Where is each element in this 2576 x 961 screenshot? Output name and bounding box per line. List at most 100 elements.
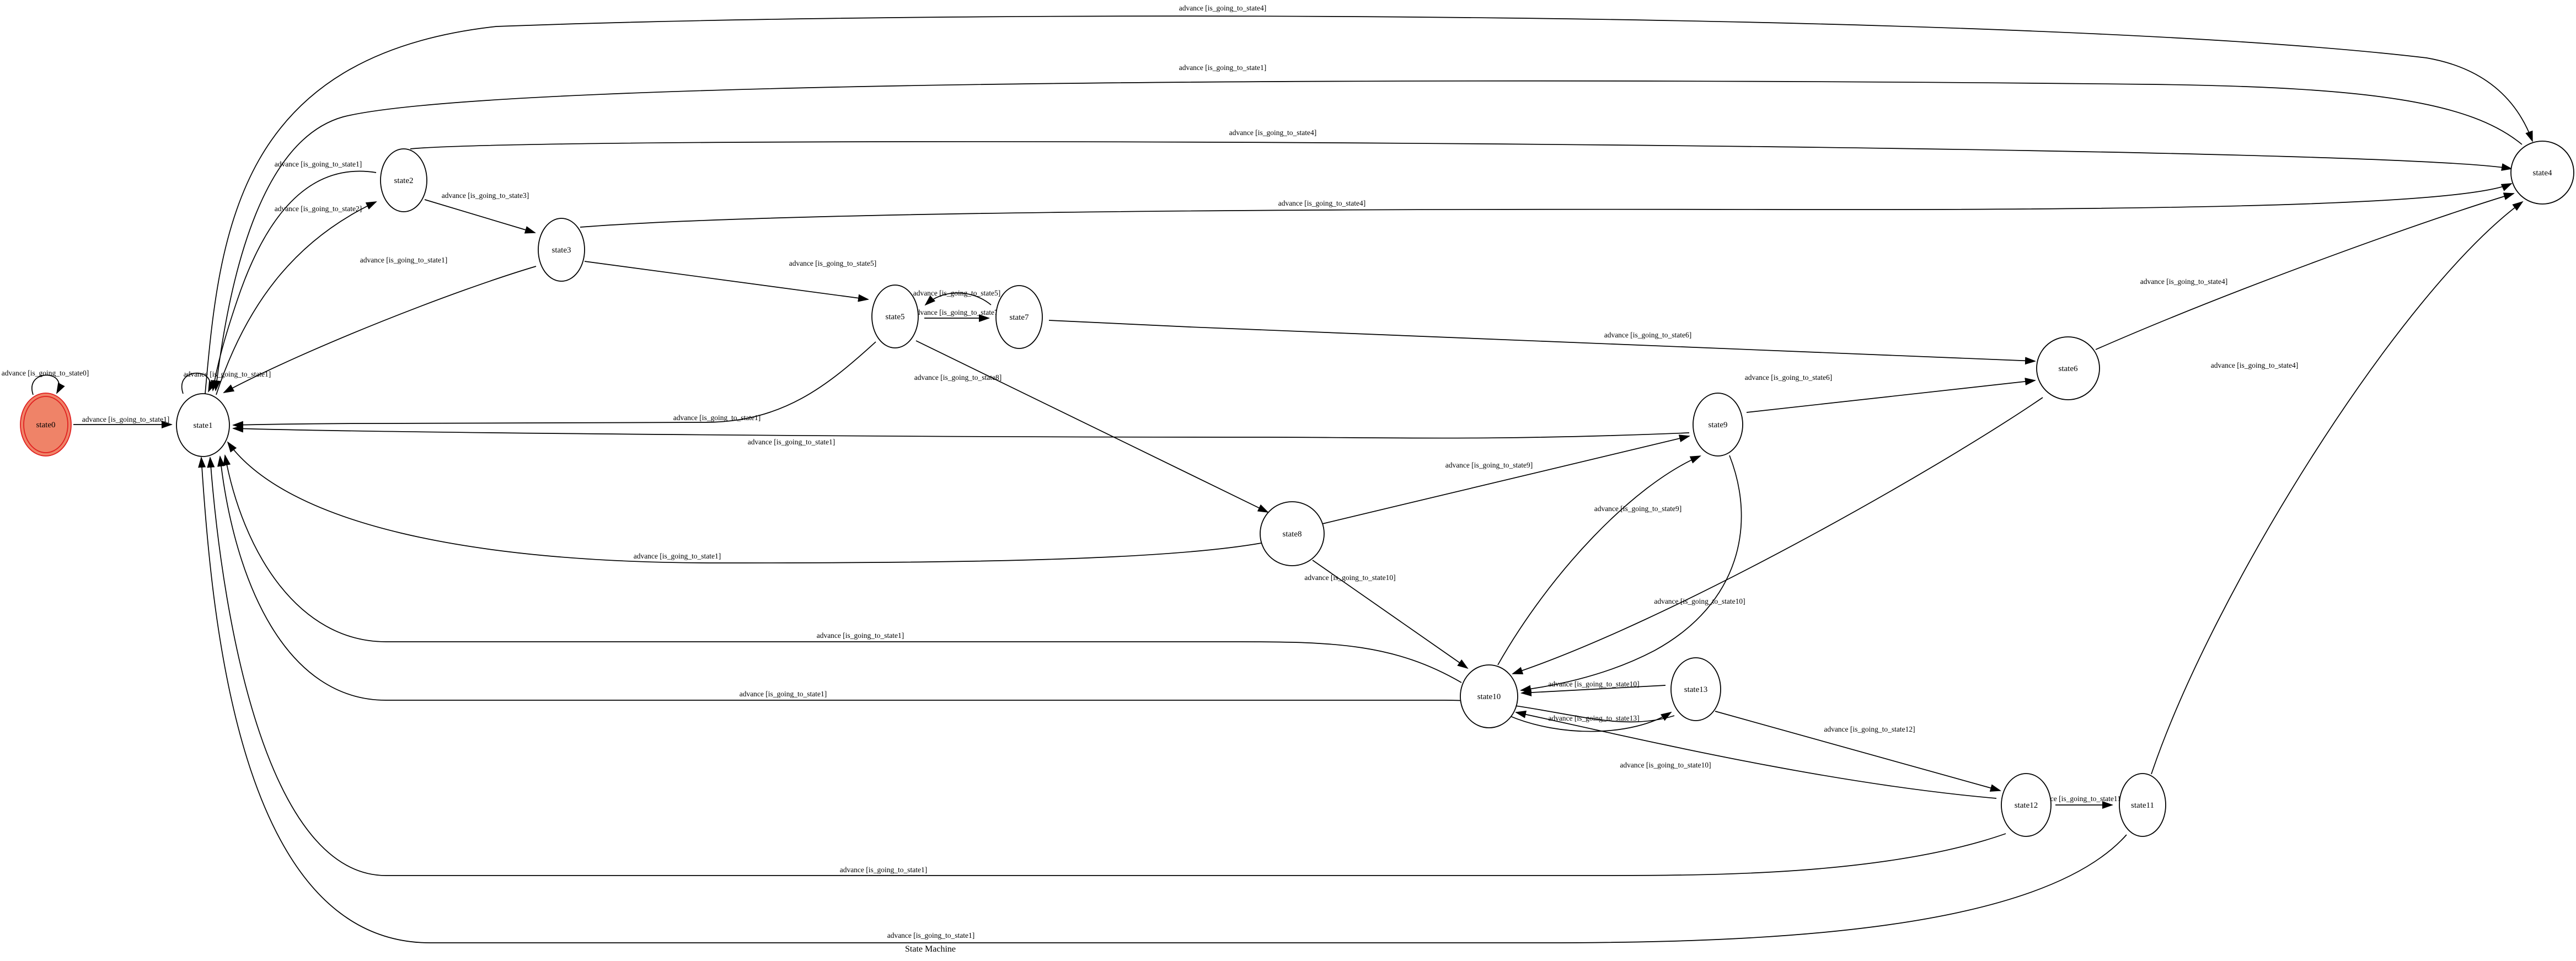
edge-label-state11-state1: advance [is_going_to_state1]: [887, 931, 975, 939]
edge-label-state12-state11: advance [is_going_to_state11]: [2033, 794, 2124, 803]
edge-state3-state1: [223, 266, 537, 393]
edge-label-state9-state10: advance [is_going_to_state10]: [1654, 597, 1745, 605]
node-label-state2: state2: [394, 176, 414, 185]
edge-label-state10-state13: advance [is_going_to_state13]: [1548, 714, 1639, 722]
edge-label-state9-state1: advance [is_going_to_state1]: [748, 438, 836, 446]
edge-state5-state8: [915, 340, 1269, 513]
node-state6: state6: [2036, 336, 2100, 400]
node-state2: state2: [380, 148, 427, 212]
edge-label-state7-state6: advance [is_going_to_state6]: [1604, 331, 1692, 339]
nodes-layer: state0 state1 state2 state3 state5 state7 stat…: [20, 141, 2574, 837]
node-shape-state11: [2119, 773, 2166, 837]
edge-state8-state1: [227, 441, 1262, 563]
edge-state11-state1: [198, 457, 2127, 943]
edge-state13-state10: [1520, 685, 1666, 697]
edge-state6-state4: [2095, 192, 2515, 350]
node-shape-state10: [1460, 664, 1518, 728]
node-shape-state6: [2036, 336, 2100, 400]
node-label-state9: state9: [1709, 421, 1728, 430]
edge-state10-state9: [1497, 455, 1701, 665]
edge-state6-state10: [1512, 397, 2043, 674]
node-label-state8: state8: [1283, 530, 1302, 539]
node-label-state11: state11: [2131, 801, 2154, 810]
edge-state9-state6: [1746, 378, 2036, 413]
edge-label-state13-state1: advance [is_going_to_state1]: [740, 690, 827, 698]
edge-label-state2-state4: advance [is_going_to_state4]: [1229, 128, 1317, 137]
edge-label-state1-state2: advance [is_going_to_state2]: [275, 205, 362, 213]
node-label-state3: state3: [552, 246, 571, 255]
edge-label-state12-state1: advance [is_going_to_state1]: [840, 866, 928, 874]
node-state3: state3: [538, 218, 585, 282]
edge-state11-state4: [2151, 201, 2524, 775]
edge-state13-state12: [1715, 711, 2001, 792]
edge-label-state5-state8: advance [is_going_to_state8]: [914, 373, 1002, 382]
node-shape-state3: [538, 218, 585, 282]
edge-state9-state1: [232, 425, 1690, 439]
node-inner-ring-state0: [23, 396, 68, 453]
node-label-state7: state7: [1010, 313, 1029, 322]
edge-label-state8-state9: advance [is_going_to_state9]: [1445, 461, 1533, 469]
node-state1: state1: [176, 393, 230, 457]
edge-state1-state1: [181, 372, 216, 394]
node-state9: state9: [1693, 393, 1743, 457]
edge-state12-state1: [207, 457, 2006, 876]
node-shape-state7: [995, 285, 1043, 349]
node-shape-state1: [176, 393, 230, 457]
node-label-state13: state13: [1684, 685, 1708, 694]
edge-label-state11-state4: advance [is_going_to_state4]: [2211, 361, 2299, 369]
node-label-state6: state6: [2059, 364, 2078, 373]
node-label-state4: state4: [2533, 169, 2552, 178]
edge-label-state1-state4: advance [is_going_to_state4]: [1179, 4, 1267, 12]
node-state10: state10: [1460, 664, 1518, 728]
edge-label-state2-state1: advance [is_going_to_state1]: [275, 160, 362, 168]
edge-state8-state9: [1322, 434, 1690, 524]
node-state5: state5: [871, 284, 919, 348]
edge-state10-state1: [223, 454, 1462, 683]
node-label-state12: state12: [2015, 801, 2038, 810]
node-state4: state4: [2510, 141, 2574, 205]
edge-label-state3-state5: advance [is_going_to_state5]: [789, 259, 877, 267]
node-label-state0: state0: [36, 421, 56, 430]
edge-state2-state3: [424, 199, 536, 234]
edge-label-state8-state1: advance [is_going_to_state1]: [634, 552, 721, 560]
node-label-state5: state5: [886, 313, 905, 321]
node-label-state1: state1: [194, 421, 213, 430]
edge-label-state3-state4: advance [is_going_to_state4]: [1278, 199, 1366, 207]
edge-label-state10-state9: advance [is_going_to_state9]: [1594, 504, 1682, 513]
edge-state2-state4: [410, 141, 2513, 171]
edge-label-state2-state3: advance [is_going_to_state3]: [442, 191, 529, 200]
node-shape-state4: [2510, 141, 2574, 205]
diagram-title: State Machine: [905, 944, 956, 954]
edge-state1-state4: [205, 15, 2533, 394]
edge-state9-state10: [1520, 455, 1742, 693]
edge-label-state0-state0: advance [is_going_to_state0]: [2, 369, 89, 377]
edge-label-state7-state5: advance [is_going_to_state5]: [913, 289, 1001, 297]
edge-state3-state4: [580, 183, 2513, 228]
edge-label-state6-state4: advance [is_going_to_state4]: [2140, 277, 2228, 286]
node-shape-state0: [20, 393, 72, 457]
node-state11: state11: [2119, 773, 2166, 837]
edge-label-state5-state7: advance [is_going_to_state7]: [913, 308, 1001, 316]
edge-label-state1-state1: advance [is_going_to_state1]: [184, 370, 271, 378]
edges-layer: advance [is_going_to_state0]advance [is_…: [2, 4, 2533, 943]
edge-state7-state6: [1048, 320, 2036, 365]
edge-label-state9-state6: advance [is_going_to_state6]: [1745, 373, 1833, 382]
edge-label-state4-state1: advance [is_going_to_state1]: [1179, 63, 1267, 72]
node-state12: state12: [2001, 773, 2052, 837]
edge-label-state13-state10: advance [is_going_to_state10]: [1548, 680, 1639, 688]
edge-label-state12-state10: advance [is_going_to_state10]: [1620, 761, 1711, 769]
edge-state8-state10: [1312, 560, 1469, 669]
node-state0: state0: [20, 393, 72, 457]
edge-state3-state5: [584, 261, 869, 302]
edge-state12-state10: [1515, 710, 1997, 799]
edge-label-state8-state10: advance [is_going_to_state10]: [1304, 573, 1395, 582]
node-state8: state8: [1260, 501, 1325, 566]
edge-label-state13-state12: advance [is_going_to_state12]: [1824, 725, 1915, 733]
edge-label-state5-state1: advance [is_going_to_state1]: [673, 414, 761, 422]
node-shape-state5: [871, 284, 919, 348]
node-state13: state13: [1670, 657, 1721, 721]
node-shape-state8: [1260, 501, 1325, 566]
node-label-state10: state10: [1477, 692, 1501, 701]
edge-state0-state0: [31, 374, 65, 395]
